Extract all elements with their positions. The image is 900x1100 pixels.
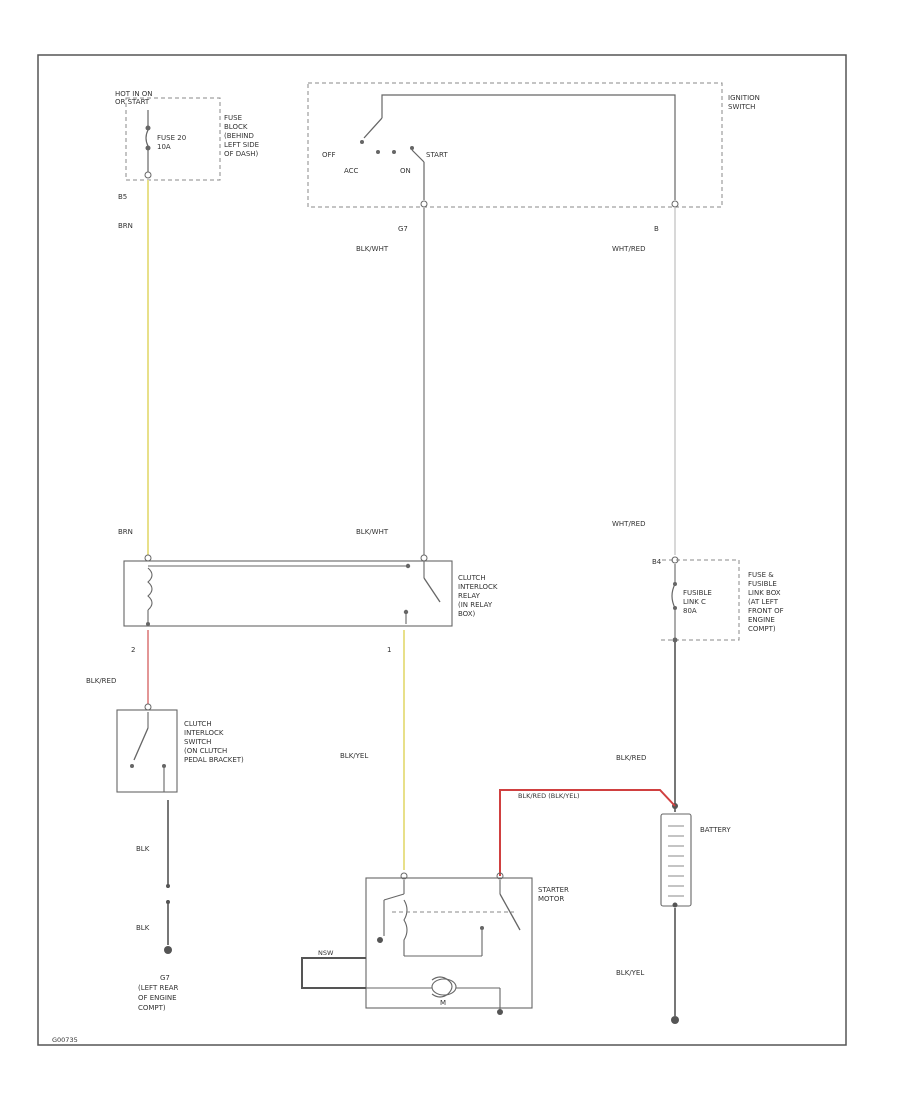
fuse-block-label-2: BLOCK <box>224 123 248 131</box>
relay-label-5: BOX) <box>458 610 476 618</box>
fuse-label-2: 10A <box>157 143 171 151</box>
fusible-link-box-label-2: FUSIBLE <box>748 580 777 588</box>
ignition-switch-label-1: IGNITION <box>728 94 760 102</box>
ignition-pos-start: START <box>426 151 448 159</box>
fusible-link-box: B4 FUSIBLE LINK C 80A FUSE & FUSIBLE LIN… <box>640 556 784 646</box>
clutch-switch-label-2: INTERLOCK <box>184 729 224 737</box>
ground-label-3: OF ENGINE <box>138 994 177 1002</box>
battery: BATTERY <box>660 813 731 908</box>
relay-label-1: CLUTCH <box>458 574 486 582</box>
fuse-block: HOT IN ON OR START FUSE BLOCK (BEHIND LE… <box>115 90 259 181</box>
clutch-switch-label-3: SWITCH <box>184 738 211 746</box>
fusible-link-label-1: FUSIBLE <box>683 589 712 597</box>
wire-battery-cable <box>499 789 676 876</box>
fusible-link-label-2: LINK C <box>683 598 706 606</box>
wire-blk-label-1: BLK <box>136 845 150 853</box>
pin-b4: B4 <box>652 558 662 566</box>
relay-label-4: (IN RELAY <box>458 601 493 609</box>
fusible-link-label-3: 80A <box>683 607 697 615</box>
clutch-switch-label-1: CLUTCH <box>184 720 212 728</box>
battery-ground <box>671 1016 679 1024</box>
pin-b5: B5 <box>118 193 127 201</box>
wire-blk-label-2: BLK <box>136 924 150 932</box>
relay-label-3: RELAY <box>458 592 481 600</box>
fusible-link-box-label-5: FRONT OF <box>748 607 784 615</box>
hot-label-2: OR START <box>115 98 150 106</box>
fusible-link-box-label-1: FUSE & <box>748 571 774 579</box>
wire-whtred-top-label: WHT/RED <box>612 245 646 253</box>
ignition-switch: IGNITION SWITCH OFF ACC ON START <box>307 82 760 208</box>
clutch-switch-label-5: PEDAL BRACKET) <box>184 756 244 764</box>
battery-label: BATTERY <box>700 826 731 834</box>
wire-battery-cable-label: BLK/RED (BLK/YEL) <box>518 792 580 800</box>
wire-blkwht-top-label: BLK/WHT <box>356 245 389 253</box>
clutch-interlock-relay: CLUTCH INTERLOCK RELAY (IN RELAY BOX) <box>123 554 498 627</box>
starter-label-1: STARTER <box>538 886 569 894</box>
starter-label-2: MOTOR <box>538 895 564 903</box>
diagram-frame <box>37 54 847 1046</box>
fusible-link-box-label-7: COMPT) <box>748 625 776 633</box>
fusible-link-box-label-4: (AT LEFT <box>748 598 779 606</box>
relay-label-2: INTERLOCK <box>458 583 498 591</box>
clutch-switch-label-4: (ON CLUTCH <box>184 747 227 755</box>
wire-brn-top-label: BRN <box>118 222 133 230</box>
wire-blkwht-relay-label: BLK/WHT <box>356 528 389 536</box>
pin-b: B <box>654 225 659 233</box>
fuse-block-label-1: FUSE <box>224 114 242 122</box>
diagram-id: G00735 <box>52 1036 78 1044</box>
wire-blkred-relay-label: BLK/RED <box>86 677 116 685</box>
clutch-interlock-switch: CLUTCH INTERLOCK SWITCH (ON CLUTCH PEDAL… <box>116 703 244 793</box>
starter-m-label: M <box>440 999 446 1007</box>
ground-g7 <box>164 946 172 954</box>
pin-g7: G7 <box>398 225 408 233</box>
pin-1: 1 <box>387 646 391 654</box>
wire-blkred-battery-label: BLK/RED <box>616 754 646 762</box>
ignition-switch-label-2: SWITCH <box>728 103 755 111</box>
fuse-block-label-3: (BEHIND <box>224 132 254 140</box>
wire-whtred-box-label: WHT/RED <box>612 520 646 528</box>
wire-brn-relay-label: BRN <box>118 528 133 536</box>
wire-blkyel-ground-label: BLK/YEL <box>616 969 644 977</box>
pin-2: 2 <box>131 646 135 654</box>
fuse-block-label-4: LEFT SIDE <box>224 141 259 149</box>
wire-blkyel-starter-label: BLK/YEL <box>340 752 368 760</box>
ignition-pos-on: ON <box>400 167 411 175</box>
hot-label-1: HOT IN ON <box>115 90 153 98</box>
fusible-link-box-label-3: LINK BOX <box>748 589 781 597</box>
starter-motor: STARTER MOTOR M NSW <box>301 872 569 1015</box>
fuse-block-label-5: OF DASH) <box>224 150 259 158</box>
ground-label-1: G7 <box>160 974 170 982</box>
ignition-pos-off: OFF <box>322 151 336 159</box>
ignition-pos-acc: ACC <box>344 167 359 175</box>
fuse-label-1: FUSE 20 <box>157 134 186 142</box>
starter-nsw-label: NSW <box>318 949 334 957</box>
fusible-link-box-label-6: ENGINE <box>748 616 775 624</box>
ground-label-4: COMPT) <box>138 1004 166 1012</box>
ground-label-2: (LEFT REAR <box>138 984 179 992</box>
